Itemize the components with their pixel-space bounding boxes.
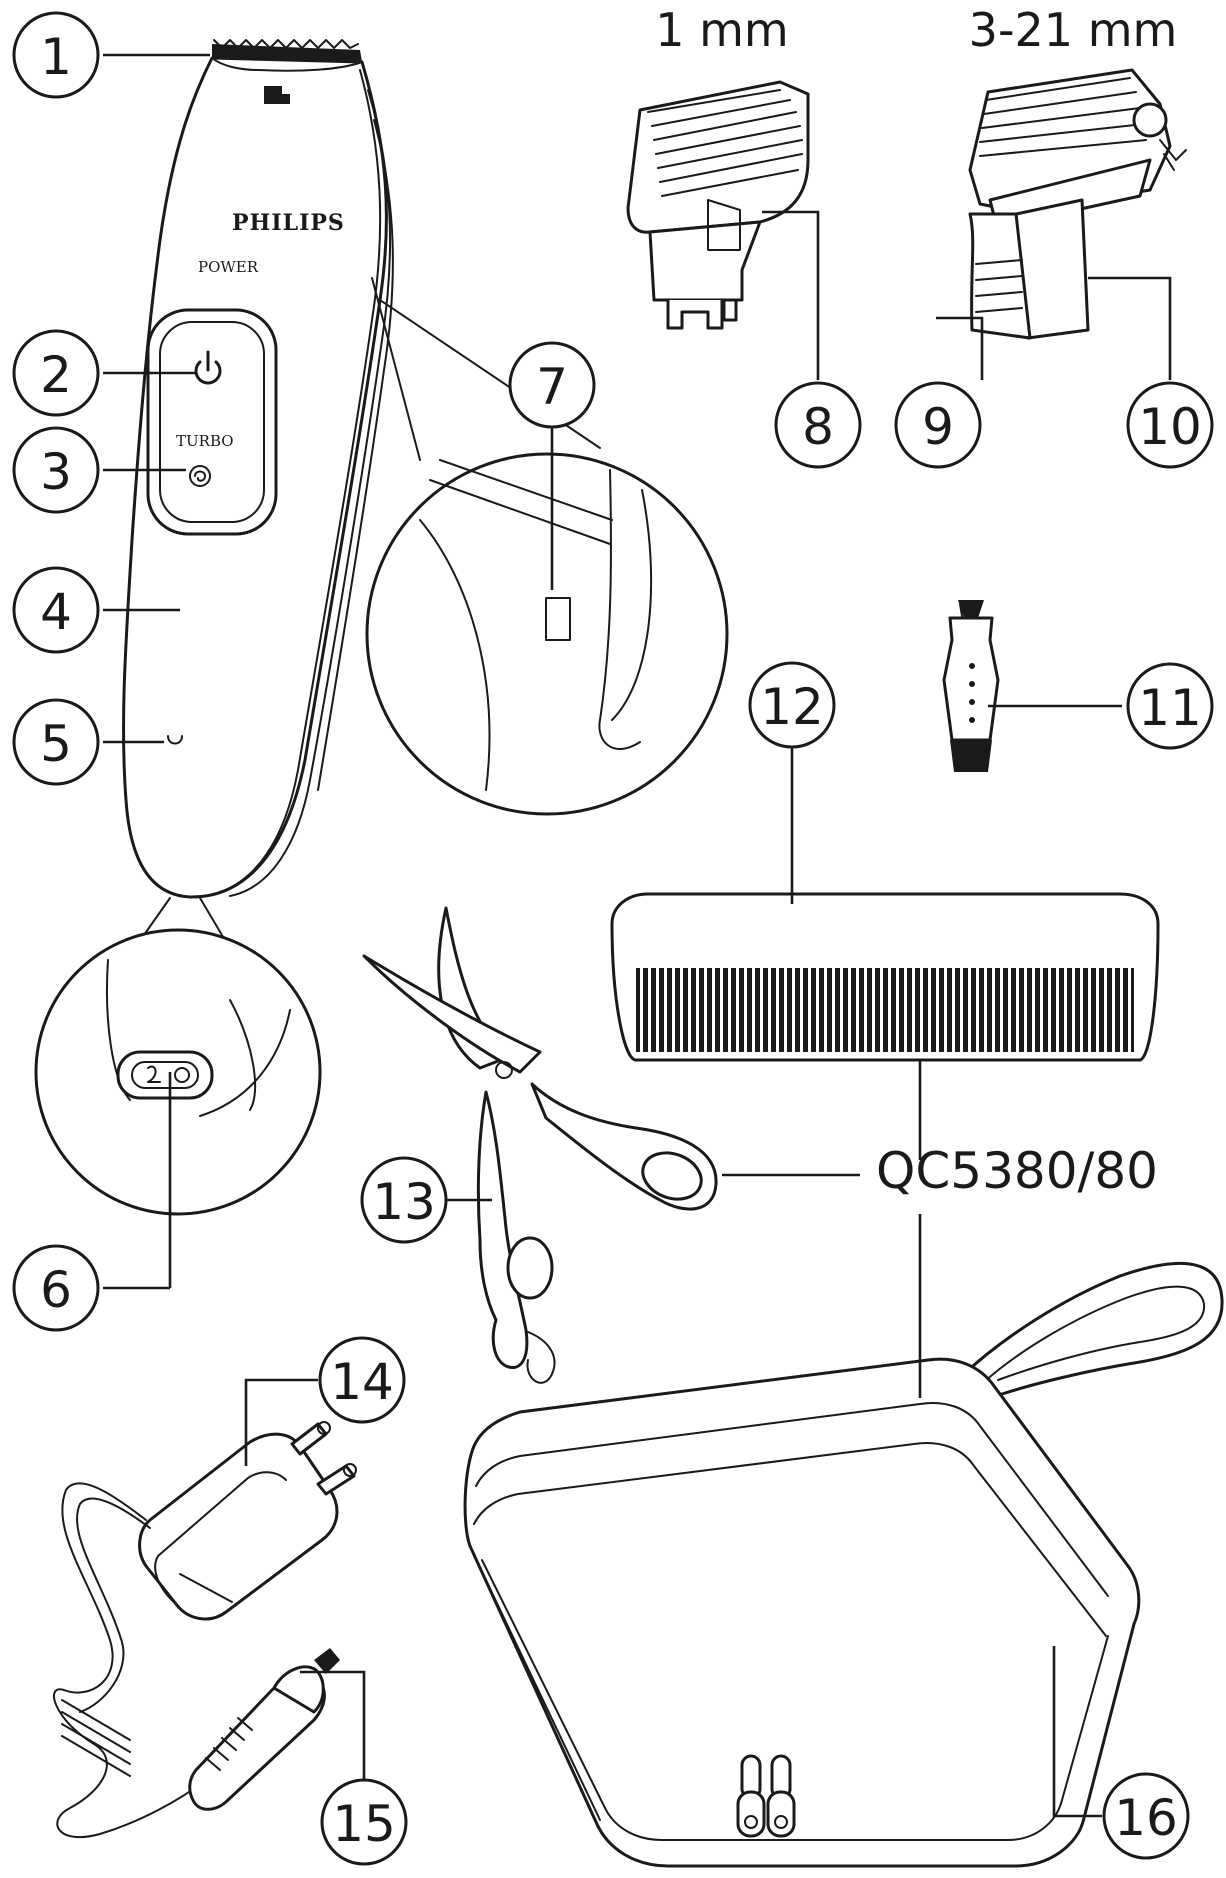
scissors — [362, 906, 718, 1384]
callout-13: 13 — [360, 1156, 448, 1244]
detail-circle-6 — [34, 897, 322, 1216]
heading-1mm: 1 mm — [655, 3, 789, 57]
callout-6: 6 — [12, 1244, 100, 1332]
storage-pouch — [463, 1261, 1224, 1868]
callout-number: 5 — [40, 715, 72, 773]
callout-circle — [12, 1244, 100, 1332]
battery-indicator-icon — [167, 735, 183, 745]
charging-adapter — [138, 1421, 357, 1621]
callout-number: 13 — [372, 1173, 436, 1231]
callout-circle — [12, 698, 100, 786]
callout-4: 4 — [12, 566, 100, 654]
callout-circle — [774, 381, 862, 469]
callout-9: 9 — [894, 381, 982, 469]
callout-circle — [1126, 662, 1214, 750]
callout-14: 14 — [318, 1336, 406, 1424]
callout-circle — [12, 426, 100, 514]
callout-16: 16 — [1102, 1772, 1190, 1860]
power-icon — [194, 350, 222, 385]
callout-12: 12 — [748, 661, 836, 749]
appliance-plug — [188, 1648, 340, 1811]
callout-circle — [320, 1778, 408, 1866]
callout-circle — [1126, 381, 1214, 469]
button-panel — [146, 308, 278, 536]
brand-logo-text: PHILIPS — [232, 210, 345, 236]
callout-number: 14 — [330, 1353, 394, 1411]
callout-circle — [1102, 1772, 1190, 1860]
callout-number: 9 — [922, 398, 954, 456]
callout-circle — [12, 566, 100, 654]
heading-3-21mm: 3-21 mm — [969, 3, 1178, 57]
callout-number: 10 — [1138, 398, 1202, 456]
callout-number: 6 — [40, 1261, 72, 1319]
callout-circle — [12, 11, 100, 99]
callout-number: 16 — [1114, 1789, 1178, 1847]
callout-circle — [508, 341, 596, 429]
callout-10: 10 — [1126, 381, 1214, 469]
callout-number: 8 — [802, 398, 834, 456]
leader-lines — [103, 53, 1172, 1818]
callout-5: 5 — [12, 698, 100, 786]
head-icon — [264, 86, 290, 104]
callout-number: 15 — [332, 1795, 396, 1853]
callout-8: 8 — [774, 381, 862, 469]
callout-number: 3 — [40, 443, 72, 501]
callout-11: 11 — [1126, 662, 1214, 750]
callout-2: 2 — [12, 329, 100, 417]
turbo-icon — [189, 465, 211, 487]
callout-3: 3 — [12, 426, 100, 514]
callout-number: 4 — [40, 583, 72, 641]
callout-7: 7 — [508, 341, 596, 429]
power-cord — [53, 1482, 207, 1839]
callout-circle — [318, 1336, 406, 1424]
model-number: QC5380/80 — [876, 1142, 1158, 1200]
charge-socket — [116, 1050, 214, 1100]
turbo-label: TURBO — [176, 432, 234, 450]
callout-circle — [748, 661, 836, 749]
callout-1: 1 — [12, 11, 100, 99]
trimmer-body: PHILIPS POWER TURBO — [122, 39, 394, 899]
callout-circle — [360, 1156, 448, 1244]
callout-number: 2 — [40, 346, 72, 404]
comb-3-21mm — [968, 68, 1187, 340]
speed-dial-slot — [545, 597, 571, 641]
callout-circle — [12, 329, 100, 417]
hair-comb — [610, 892, 1160, 1062]
callout-circle — [894, 381, 982, 469]
power-label: POWER — [198, 258, 259, 276]
callout-15: 15 — [320, 1778, 408, 1866]
zipper-pulls — [736, 1754, 796, 1838]
callout-number: 11 — [1138, 679, 1202, 737]
comb-1mm — [626, 80, 810, 330]
callout-number: 7 — [536, 358, 568, 416]
callout-number: 12 — [760, 678, 824, 736]
cleaning-brush — [942, 600, 1000, 772]
callout-number: 1 — [40, 28, 72, 86]
